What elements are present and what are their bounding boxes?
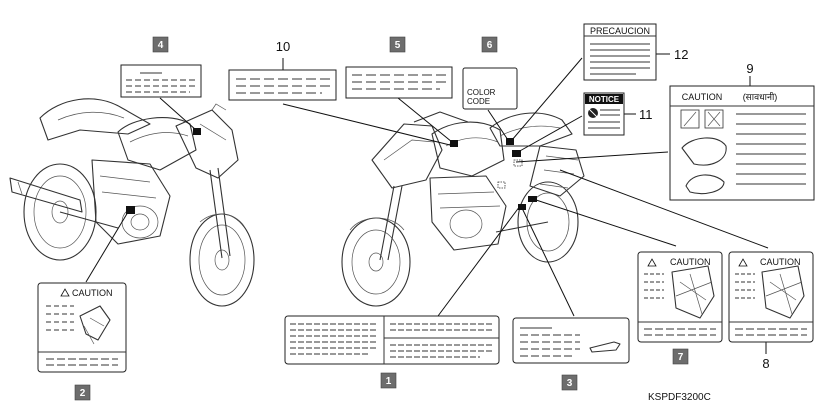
motorcycle-right-illustration [341, 111, 585, 307]
color-code-line1: COLOR [467, 88, 496, 97]
color-code-line2: CODE [467, 97, 490, 106]
callout-4-number: 4 [158, 40, 164, 51]
label-3-box [512, 317, 630, 364]
label-10-box [228, 69, 337, 101]
callout-7-badge: 7 [672, 348, 689, 365]
caution-8-title: CAUTION [760, 257, 801, 267]
label-7-caution-box: CAUTION [637, 251, 723, 343]
callout-7-number: 7 [678, 352, 684, 363]
leader-lines [85, 53, 769, 354]
label-5-box [345, 66, 453, 99]
label-4-box [120, 64, 202, 98]
callout-6-number: 6 [487, 40, 493, 51]
callout-5-number: 5 [395, 40, 401, 51]
label-1-box [284, 315, 500, 365]
label-9-caution-box: CAUTION (सावधानी) [669, 85, 815, 201]
figure-code: KSPDF3200C [648, 392, 711, 403]
callout-8-number: 8 [762, 356, 769, 371]
callout-3-number: 3 [567, 378, 573, 389]
callout-1-number: 1 [386, 376, 392, 387]
motorcycle-left-illustration [9, 98, 255, 307]
label-8-caution-box: CAUTION [728, 251, 814, 343]
caution-9-title: CAUTION [682, 92, 723, 102]
label-11-notice-box: NOTICE [583, 92, 625, 136]
callout-4-badge: 4 [152, 36, 169, 53]
callout-12-number: 12 [674, 47, 688, 62]
callout-2-badge: 2 [74, 384, 91, 401]
callout-9-number: 9 [746, 61, 753, 76]
callout-3-badge: 3 [561, 374, 578, 391]
callout-10-number: 10 [276, 39, 290, 54]
notice-title: NOTICE [589, 95, 620, 104]
caution-2-title: CAUTION [72, 288, 113, 298]
precaucion-title: PRECAUCION [590, 26, 650, 36]
label-12-precaucion-box: PRECAUCION [583, 23, 657, 81]
callout-2-number: 2 [80, 388, 86, 399]
caution-7-title: CAUTION [670, 257, 711, 267]
callout-11-number: 11 [639, 107, 653, 122]
callout-1-badge: 1 [380, 372, 397, 389]
label-6-color-code-box: COLOR CODE [462, 67, 518, 110]
label-2-caution-box: CAUTION [37, 282, 127, 373]
callout-6-badge: 6 [481, 36, 498, 53]
callout-5-badge: 5 [389, 36, 406, 53]
caution-9-hindi-title: (सावधानी) [743, 91, 778, 102]
